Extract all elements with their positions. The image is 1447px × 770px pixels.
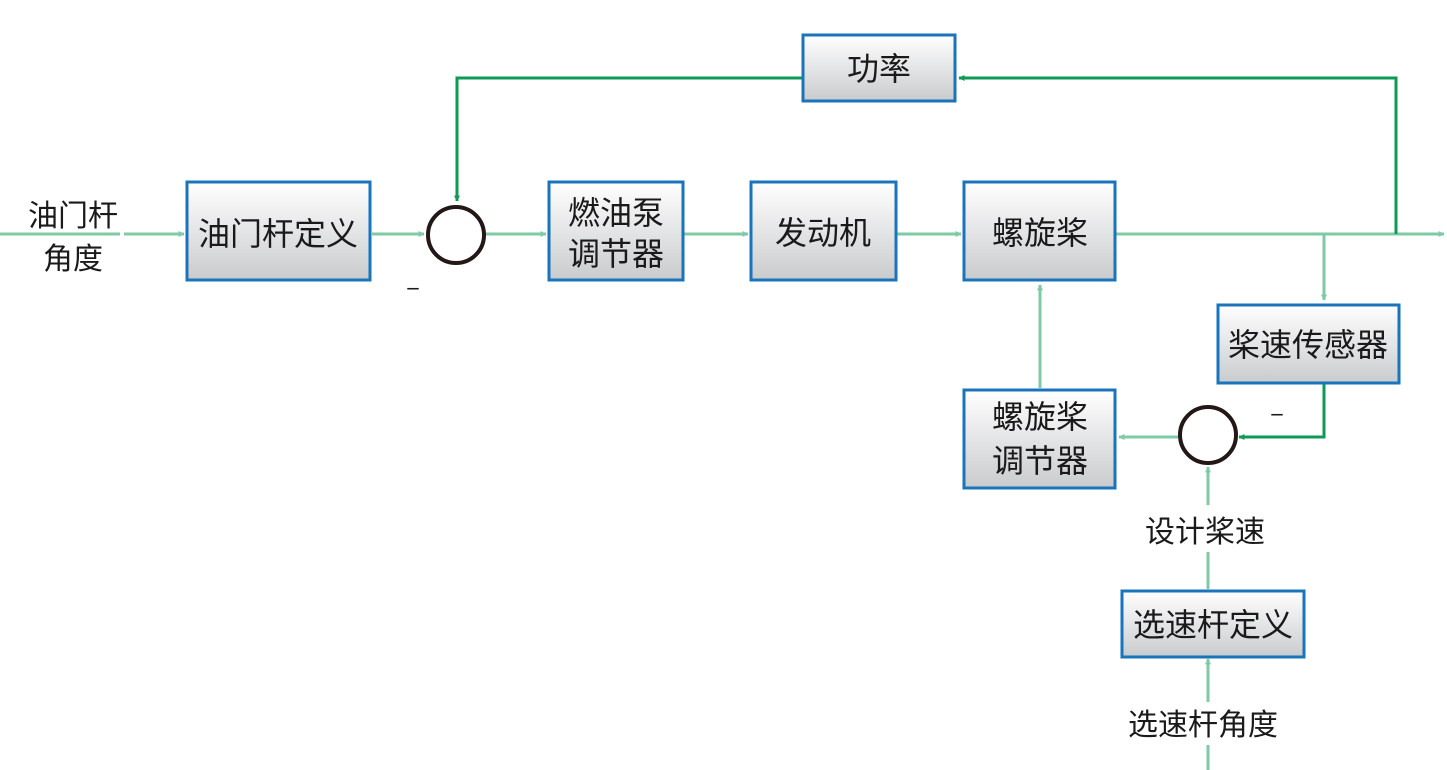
block-prop-speed-sensor[interactable]: 桨速传感器: [1216, 303, 1401, 385]
block-power-label: 功率: [847, 50, 911, 88]
design-speed-label-bg: [1138, 508, 1274, 550]
feedback-connectors: [454, 75, 1398, 440]
block-propeller-governor-label-1: 螺旋桨: [992, 398, 1088, 436]
block-throttle-definition[interactable]: 油门杆定义: [185, 180, 372, 282]
block-propeller-label: 螺旋桨: [992, 214, 1088, 252]
throttle-angle-label-2: 角度: [43, 242, 103, 277]
speed-lever-angle-label-bg: [1120, 702, 1290, 744]
throttle-angle-label-1: 油门杆: [28, 199, 118, 234]
summing-junction-2[interactable]: [1178, 405, 1238, 465]
block-fuel-pump-governor[interactable]: 燃油泵 调节器: [547, 180, 685, 282]
minus-sign-junction-2: _: [1271, 391, 1284, 416]
block-power[interactable]: 功率: [801, 33, 957, 103]
block-speed-lever-definition-label: 选速杆定义: [1133, 606, 1293, 644]
connector-power-to-junction: [454, 76, 803, 202]
block-engine[interactable]: 发动机: [749, 180, 898, 282]
speed-lever-angle-label: 选速杆角度: [1128, 708, 1278, 743]
block-propeller-governor-label-2: 调节器: [992, 442, 1088, 480]
design-prop-speed-label: 设计桨速: [1145, 515, 1265, 550]
connector-sensor-to-junction2: [1238, 384, 1326, 440]
minus-sign-junction-1: _: [407, 265, 420, 290]
block-propeller-governor[interactable]: 螺旋桨 调节器: [962, 388, 1117, 490]
connector-output-to-power: [958, 75, 1398, 234]
block-speed-lever-definition[interactable]: 选速杆定义: [1120, 589, 1306, 659]
block-engine-label: 发动机: [775, 214, 871, 252]
block-throttle-definition-label: 油门杆定义: [198, 215, 358, 253]
block-propeller[interactable]: 螺旋桨: [962, 180, 1117, 282]
block-prop-speed-sensor-label: 桨速传感器: [1228, 326, 1388, 364]
block-fuel-pump-label-2: 调节器: [568, 235, 664, 273]
summing-junction-1[interactable]: [426, 205, 486, 265]
signal-connectors: [0, 231, 1445, 770]
block-fuel-pump-label-1: 燃油泵: [568, 194, 664, 232]
